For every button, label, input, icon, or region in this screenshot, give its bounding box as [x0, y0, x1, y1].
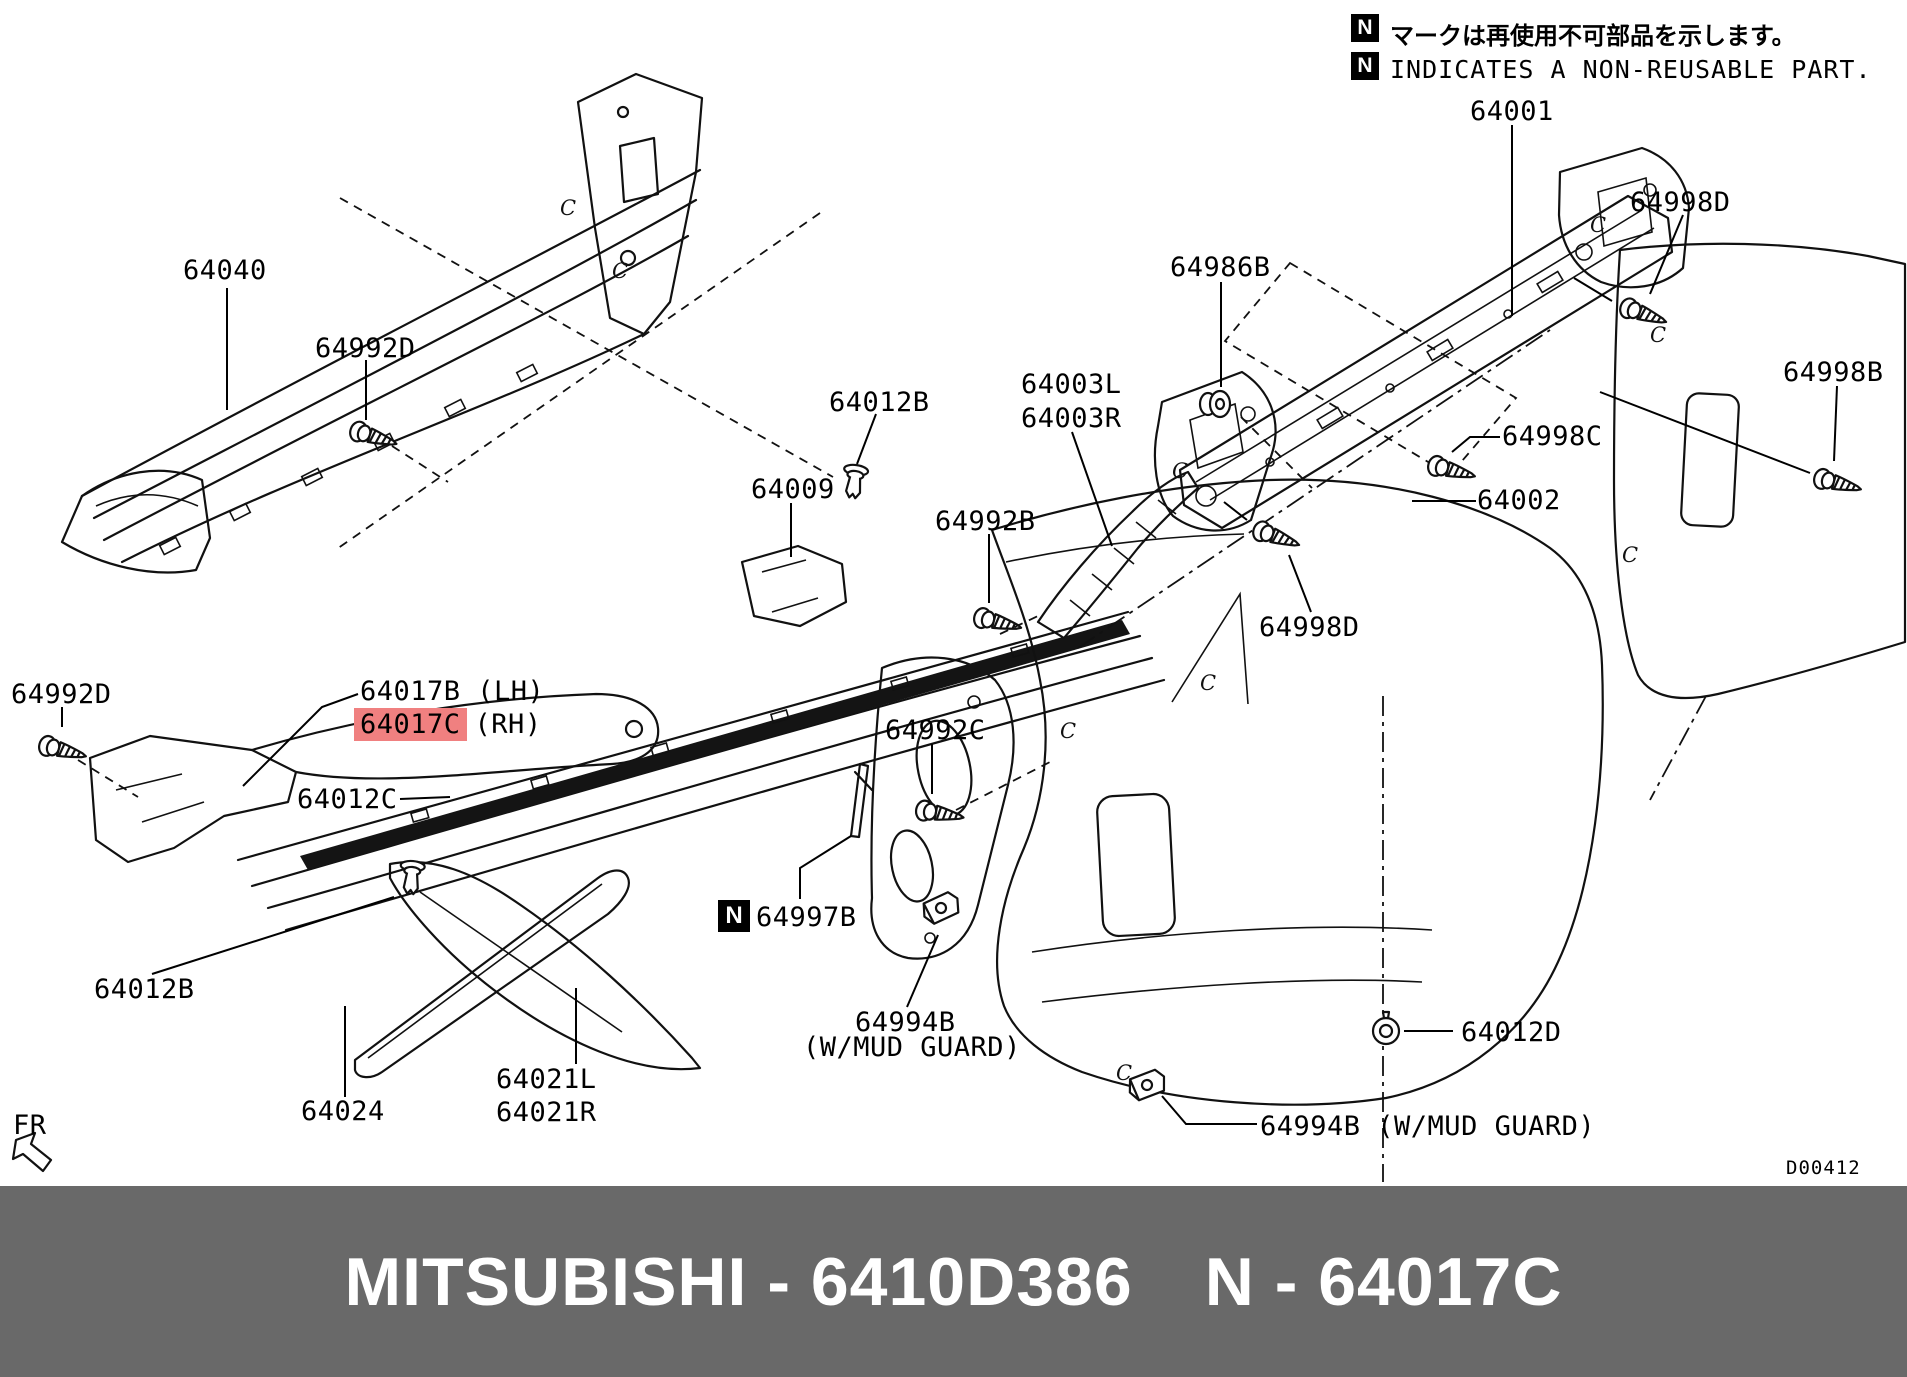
part-label-64994b-sub: (W/MUD GUARD): [803, 1032, 1021, 1063]
part-label-64994b-right: 64994B (W/MUD GUARD): [1260, 1111, 1596, 1142]
part-label-64017b-lh: 64017B (LH): [360, 676, 545, 707]
highlighted-part-number: 64017C: [354, 708, 467, 741]
bumper-face-64040-drawing: C C: [60, 72, 834, 574]
svg-text:C: C: [560, 196, 576, 220]
part-label-64998b: 64998B: [1783, 357, 1884, 388]
bolt-icon-64998c: [1427, 454, 1477, 479]
part-label-64012c: 64012C: [297, 784, 398, 815]
fr-direction-arrow: [11, 1131, 53, 1173]
part-info-banner: MITSUBISHI - 6410D386 N - 64017C: [0, 1186, 1907, 1377]
legend-text-english: INDICATES A NON-REUSABLE PART.: [1390, 55, 1872, 84]
part-label-64992b: 64992B: [935, 506, 1036, 537]
part-label-64994b: 64994B: [855, 1007, 956, 1038]
svg-text:C: C: [1590, 213, 1606, 237]
banner-reference-number: N - 64017C: [1204, 1243, 1563, 1320]
bolt-icon-64998d-low: [1252, 520, 1301, 547]
part-label-64009: 64009: [751, 474, 835, 505]
bolt-icon-64998d-top: [1619, 297, 1668, 324]
screw-icon-64992c: [914, 799, 965, 822]
quarter-panel-drawing: C C: [1612, 242, 1907, 801]
part-label-64021r: 64021R: [496, 1097, 597, 1128]
clip-icon-64012b-top: [843, 463, 870, 500]
screw-icon-64992d-left: [38, 734, 88, 759]
part-label-64017c-suffix: (RH): [474, 709, 542, 740]
part-label-64986b: 64986B: [1170, 252, 1271, 283]
screw-icon-64992b: [973, 607, 1023, 630]
part-label-64017c-rh: 64017C(RH): [354, 708, 542, 741]
rear-bumper-cover-drawing: C C C: [990, 478, 1604, 1182]
svg-text:C: C: [1200, 671, 1216, 695]
part-label-64003l: 64003L: [1021, 369, 1122, 400]
banner-brand-part-code: MITSUBISHI - 6410D386: [344, 1243, 1133, 1320]
part-label-64012d: 64012D: [1461, 1017, 1562, 1048]
part-label-64992d-top: 64992D: [315, 333, 416, 364]
grommet-icon-64012d: [1371, 1010, 1401, 1046]
part-label-64024: 64024: [301, 1096, 385, 1127]
svg-text:C: C: [1622, 543, 1638, 567]
leader-lines: [61, 125, 1838, 1125]
legend-text-japanese: マークは再使用不可部品を示します。: [1390, 23, 1796, 50]
part-label-64998c: 64998C: [1502, 421, 1603, 452]
fr-direction-label: FR: [13, 1110, 47, 1141]
side-bracket-64003-drawing: [1036, 470, 1200, 640]
exploded-parts-diagram: C C: [11, 72, 1907, 1182]
part-label-64001: 64001: [1470, 96, 1554, 127]
clip-icon-64994b-right: [1128, 1068, 1166, 1102]
part-label-64997b: 64997B: [756, 902, 857, 933]
svg-text:C: C: [1650, 323, 1666, 347]
part-label-64003r: 64003R: [1021, 403, 1122, 434]
screw-icon-64992d-top: [349, 420, 398, 446]
bolt-icon-64998b: [1813, 467, 1863, 492]
reinforcement-bar-64001-drawing: C C: [1077, 146, 1691, 649]
non-reusable-mark-64997b: N: [718, 900, 750, 932]
svg-text:C: C: [1060, 719, 1076, 743]
part-label-64012b-top: 64012B: [829, 387, 930, 418]
part-label-64012b-bot: 64012B: [94, 974, 195, 1005]
drawing-number: D00412: [1786, 1157, 1861, 1179]
clip-icon-64994b-center: [922, 891, 960, 925]
part-label-64998d-top: 64998D: [1630, 187, 1731, 218]
nut-icon-64986b: [1198, 389, 1232, 419]
clip-icon-64012b-bot: [399, 859, 426, 896]
part-label-64992c: 64992C: [885, 715, 986, 746]
non-reusable-mark-en: N: [1351, 52, 1379, 80]
svg-text:C: C: [1116, 1061, 1132, 1085]
part-label-64002: 64002: [1477, 485, 1561, 516]
part-label-64998d-low: 64998D: [1259, 612, 1360, 643]
part-label-64040: 64040: [183, 255, 267, 286]
part-label-64021l: 64021L: [496, 1064, 597, 1095]
part-label-64992d-left: 64992D: [11, 679, 112, 710]
svg-text:C: C: [612, 259, 628, 283]
non-reusable-mark-jp: N: [1351, 14, 1379, 42]
